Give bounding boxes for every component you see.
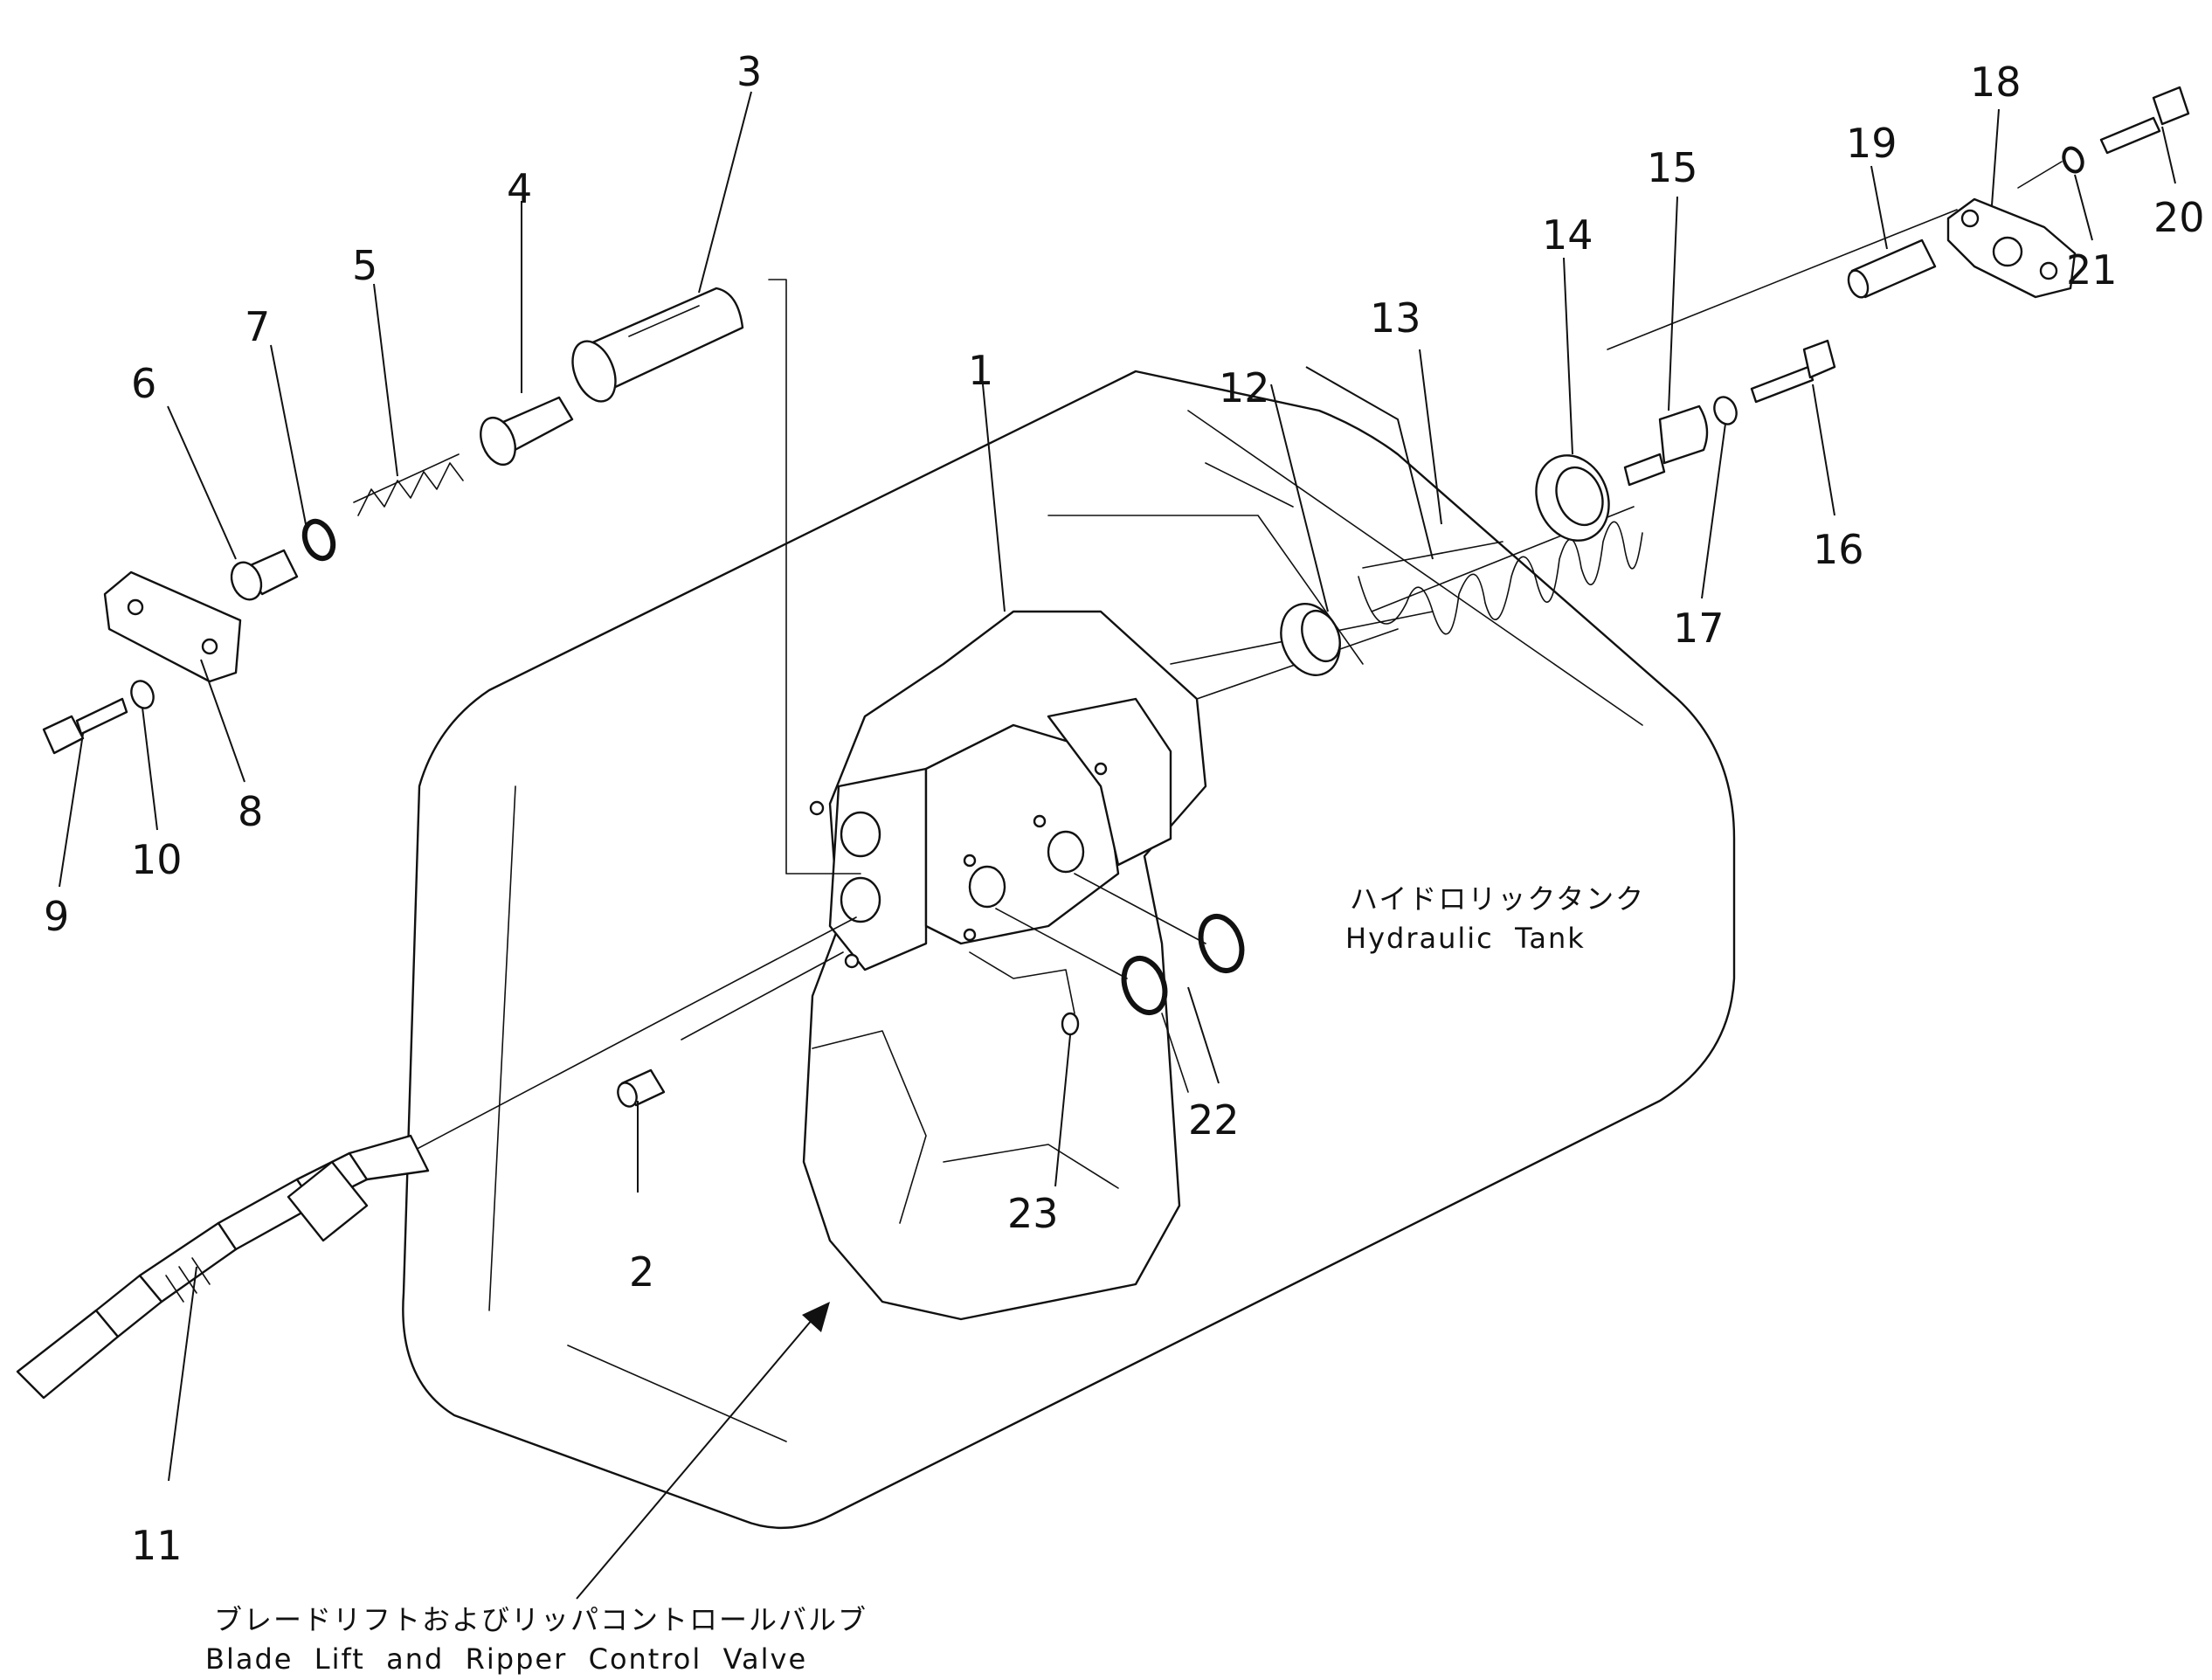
callout-16: 16	[1813, 526, 1864, 573]
part-spool-assembly	[16, 1134, 430, 1400]
part-retainer	[1280, 603, 1341, 676]
callout-23: 23	[1007, 1190, 1059, 1237]
callout-4: 4	[507, 165, 532, 212]
part-collar	[1535, 454, 1610, 542]
tank-label-jp: ハイドロリックタンク	[1350, 882, 1645, 916]
part-piston	[480, 396, 574, 467]
callout-2: 2	[629, 1248, 654, 1296]
part-pin	[1847, 239, 1937, 299]
part-o-ring-23	[1061, 1012, 1080, 1036]
part-sleeve	[571, 287, 744, 403]
part-washer-17	[1713, 396, 1738, 425]
alignment-lines	[375, 161, 2063, 1172]
part-bolt-20	[2099, 86, 2190, 155]
valve-pointer-arrow	[576, 1302, 830, 1600]
callout-18: 18	[1970, 59, 2022, 106]
callout-17: 17	[1673, 605, 1725, 652]
part-plug-2	[617, 1068, 666, 1108]
hydraulic-tank-label: ハイドロリックタンク Hydraulic Tank	[1345, 882, 1645, 955]
control-valve-body	[802, 610, 1207, 1321]
part-o-rings-22	[1121, 914, 1245, 1015]
callout-22: 22	[1188, 1096, 1240, 1144]
callout-15: 15	[1647, 144, 1698, 191]
part-plate	[103, 570, 242, 683]
callout-14: 14	[1542, 211, 1593, 259]
callout-19: 19	[1846, 120, 1897, 167]
part-plug	[230, 549, 299, 601]
valve-label-en: Blade Lift and Ripper Control Valve	[205, 1642, 807, 1676]
callout-7: 7	[245, 303, 270, 350]
leader-lines	[59, 91, 2176, 1482]
callout-numbers: 1 2 3 4 5 6 7 8 9 10 11 12 13 14 15 16 1…	[44, 48, 2205, 1569]
part-spring	[353, 453, 464, 516]
callout-12: 12	[1219, 364, 1270, 411]
valve-label-jp: ブレードリフトおよびリッパコントロールバルブ	[214, 1603, 868, 1636]
callout-11: 11	[131, 1522, 183, 1569]
callout-21: 21	[2066, 246, 2118, 294]
callout-1: 1	[968, 347, 993, 394]
callout-5: 5	[352, 242, 377, 289]
callout-8: 8	[238, 788, 263, 835]
part-o-ring-7	[301, 518, 336, 562]
part-washer-21	[2062, 146, 2084, 174]
part-bolt-9	[42, 697, 128, 755]
callout-9: 9	[44, 893, 69, 940]
callout-13: 13	[1370, 294, 1421, 342]
part-flange	[1946, 197, 2077, 299]
callout-10: 10	[131, 836, 183, 883]
part-bolt-16	[1750, 339, 1836, 404]
control-valve-label: ブレードリフトおよびリッパコントロールバルブ Blade Lift and Ri…	[205, 1603, 868, 1676]
callout-20: 20	[2153, 194, 2205, 241]
part-poppet	[1623, 404, 1709, 487]
callout-3: 3	[736, 48, 762, 95]
tank-label-en: Hydraulic Tank	[1345, 922, 1586, 955]
callout-6: 6	[131, 360, 156, 407]
part-washer-10	[130, 680, 155, 709]
